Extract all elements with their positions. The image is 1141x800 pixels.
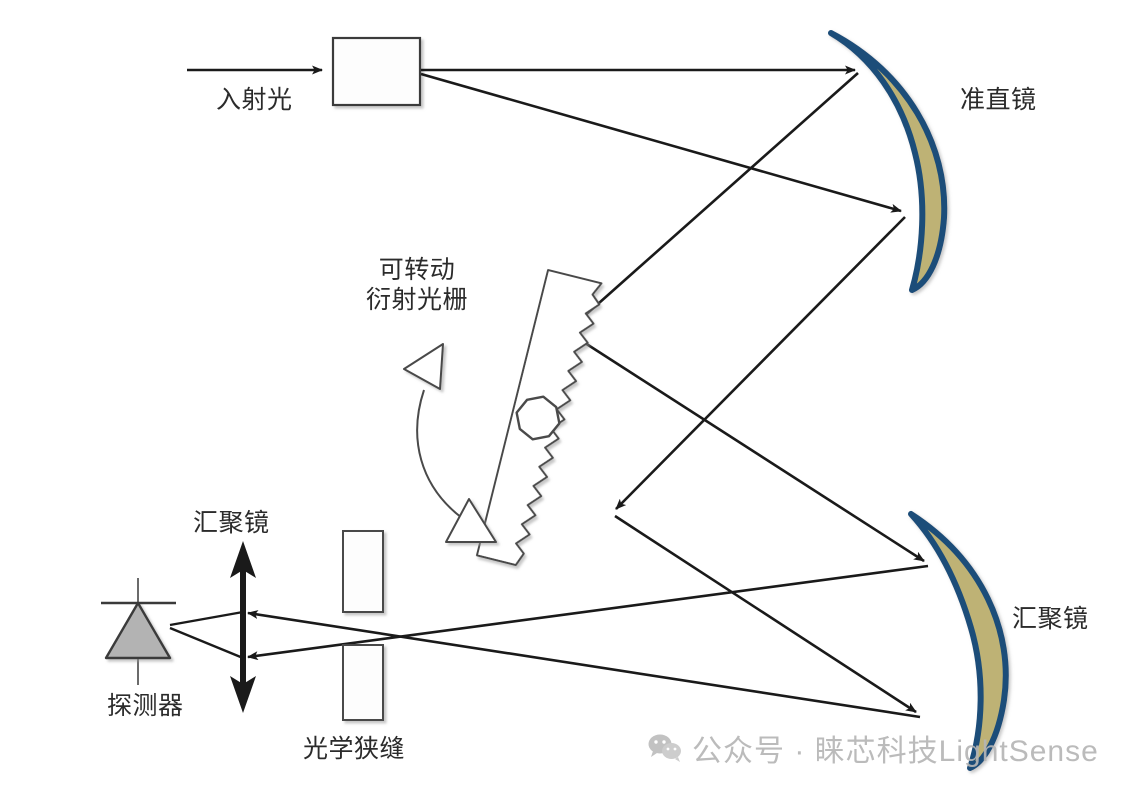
slit-blade-top bbox=[342, 530, 384, 613]
optical-slit bbox=[342, 530, 384, 721]
label-focusing-mirror: 汇聚镜 bbox=[1012, 606, 1089, 633]
ray-collimator-to-grating-upper bbox=[571, 72, 859, 328]
ray-grating-to-focusing-upper bbox=[570, 332, 925, 563]
focus-axis-double-arrow bbox=[230, 541, 256, 713]
rotation-triangle-top bbox=[403, 343, 444, 390]
focusing-mirror bbox=[908, 511, 1009, 771]
rotation-indicator bbox=[403, 343, 497, 543]
ray-focusing-to-slit-upper bbox=[247, 564, 929, 661]
label-rotatable-grating: 可转动 衍射光栅 bbox=[366, 257, 469, 314]
axis-arrow-up bbox=[230, 541, 256, 578]
label-optical-slit: 光学狭缝 bbox=[303, 736, 406, 763]
source-box bbox=[331, 36, 422, 107]
label-focusing-mirror-axis: 汇聚镜 bbox=[193, 510, 270, 537]
ray-source-to-collimator-lower bbox=[420, 72, 902, 213]
label-incident-light: 入射光 bbox=[216, 87, 293, 114]
rotation-arc bbox=[416, 389, 463, 519]
ray-collimator-to-grating-lower bbox=[615, 216, 906, 510]
label-collimating-mirror: 准直镜 bbox=[960, 87, 1037, 114]
ray-grating-to-focusing-lower bbox=[614, 514, 917, 714]
label-detector: 探测器 bbox=[107, 693, 184, 720]
rotation-triangle-bottom bbox=[445, 498, 497, 543]
grating-pivot-octagon bbox=[515, 395, 561, 441]
axis-arrow-down bbox=[230, 676, 256, 713]
ray-slit-to-detector bbox=[169, 610, 244, 660]
detector-symbol bbox=[101, 578, 176, 685]
ray-focusing-to-slit-lower bbox=[247, 610, 921, 719]
collimating-mirror bbox=[828, 30, 948, 293]
detector-triangle bbox=[104, 601, 172, 660]
diffraction-grating bbox=[475, 269, 603, 566]
slit-blade-bottom bbox=[342, 644, 384, 721]
